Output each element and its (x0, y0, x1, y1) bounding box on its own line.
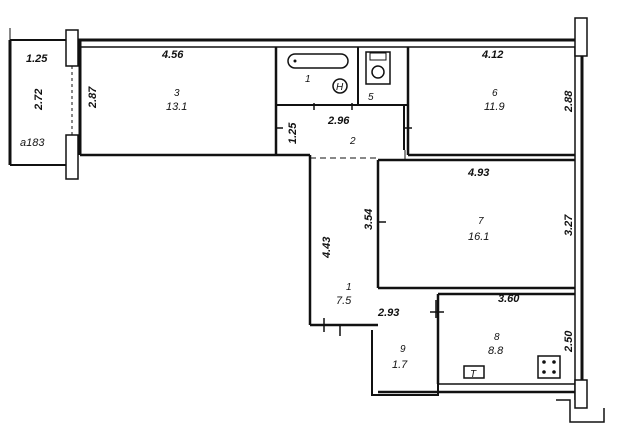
balcony-length: 2.72 (33, 89, 45, 111)
balcony (8, 28, 66, 166)
room-9-width: 2.93 (377, 307, 399, 319)
room-1-number: 1 (305, 74, 311, 85)
room-7-depth-right: 3.27 (563, 214, 575, 236)
door-marks (276, 103, 444, 336)
window-piers (65, 17, 588, 409)
balcony-area: a183 (20, 137, 45, 149)
room-3-area: 13.1 (166, 101, 187, 113)
room-8-depth: 2.50 (563, 330, 575, 353)
room-2-number: 2 (349, 136, 356, 147)
stove-symbol: T (470, 369, 477, 380)
room-9-area: 1.7 (392, 359, 408, 371)
room-6-width: 4.12 (481, 49, 503, 61)
room-8-area: 8.8 (488, 345, 504, 357)
room-6-number: 6 (492, 88, 498, 99)
kitchen-sink-icon (463, 365, 485, 379)
corridor-number: 1 (346, 282, 352, 293)
room-8-width: 3.60 (498, 293, 520, 305)
outer-walls (72, 28, 605, 423)
room-3-width: 4.56 (161, 49, 184, 61)
room-9-number: 9 (400, 344, 406, 355)
room-7-number: 7 (478, 216, 484, 227)
room-8-number: 8 (494, 332, 500, 343)
room-2-depth: 1.25 (287, 122, 299, 144)
bath-symbol: H (336, 82, 344, 93)
room-7-depth-left: 3.54 (363, 209, 375, 230)
bathtub-icon (287, 53, 349, 69)
room-3-number: 3 (174, 88, 180, 99)
corridor-length: 4.43 (321, 237, 333, 259)
balcony-width: 1.25 (26, 53, 48, 65)
room-5-number: 5 (368, 92, 374, 103)
room-2-width: 2.96 (327, 115, 350, 127)
room-7-area: 16.1 (468, 231, 489, 243)
labels: 1.25 2.72 a183 4.56 2.87 3 13.1 1 H 5 2.… (20, 49, 575, 380)
sink-icon (332, 78, 348, 94)
corridor-area: 7.5 (336, 295, 352, 307)
room-3-depth: 2.87 (87, 86, 99, 109)
toilet-icon (365, 51, 391, 85)
room-6-depth: 2.88 (563, 90, 575, 113)
room-7-width: 4.93 (467, 167, 489, 179)
interior-walls (274, 47, 575, 384)
room-6-area: 11.9 (484, 101, 505, 113)
stove-icon (537, 355, 561, 379)
